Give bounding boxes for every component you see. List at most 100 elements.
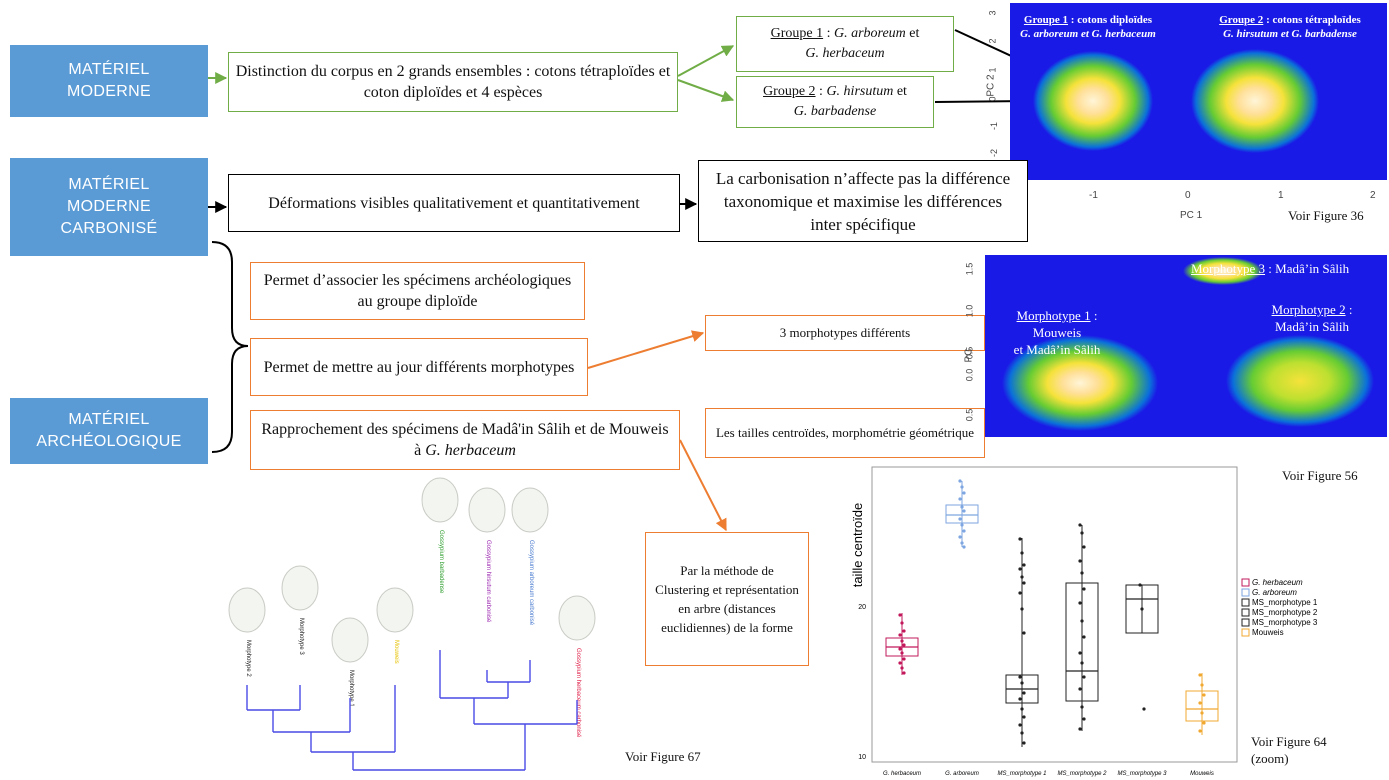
tree67-leaf-label: Gossypium barbadense: [438, 530, 444, 594]
plot64-box: [1185, 673, 1219, 735]
plot64-point: [1018, 567, 1022, 571]
plot36-xtick: -1: [1089, 190, 1098, 201]
plot64-point: [958, 535, 962, 539]
box-rapprochement: Rapprochement des spécimens de Madâ'in S…: [250, 410, 680, 470]
plot64-box: [885, 613, 919, 675]
plot64-xlabel: Mouweis: [1190, 771, 1214, 777]
plot64-point: [1200, 711, 1204, 715]
plot64-legend-label: MS_morphotype 2: [1252, 608, 1318, 617]
plot64-point: [1080, 661, 1084, 665]
plot64-point: [1078, 601, 1082, 605]
plot64-point: [898, 633, 902, 637]
rapprochement-species: G. herbaceum: [425, 442, 516, 459]
plot36-xtick: 2: [1370, 190, 1376, 201]
box-tailles-centroides: Les tailles centroïdes, morphométrie géo…: [705, 408, 985, 458]
plot64-point: [1018, 537, 1022, 541]
plot64-box-rect: [1185, 690, 1219, 722]
plot64-point: [1078, 523, 1082, 527]
plot64-point: [1020, 575, 1024, 579]
plot64-point: [900, 651, 904, 655]
plot64-point: [958, 479, 962, 483]
plot36-ytick: 0: [987, 96, 998, 102]
plot64-box: [1125, 583, 1159, 711]
plot64-legend-key: [1241, 608, 1250, 617]
caption-figure56: Voir Figure 56: [1282, 468, 1358, 483]
plot56-m3-rest: : Madâ’in Sâlih: [1265, 261, 1350, 276]
plot64-legend-label: G. herbaceum: [1252, 578, 1303, 587]
tree67-leaf-label: Morphotype 1: [348, 670, 354, 707]
groupe1-species2: G. herbaceum: [805, 46, 885, 61]
plot64-point: [1022, 581, 1026, 585]
plot56-ylabel: PC: [963, 348, 975, 363]
plot36-ylabel: PC 2: [985, 74, 997, 97]
plot64-legend-key: [1241, 588, 1250, 597]
plot64-point: [960, 541, 964, 545]
plot64-point: [902, 671, 906, 675]
plot56-m1-rest: : Mouweis: [1032, 308, 1098, 340]
label-materiel-archeologique: MATÉRIEL ARCHÉOLOGIQUE: [10, 398, 208, 464]
plot64-point: [1082, 675, 1086, 679]
plot64-point: [1020, 607, 1024, 611]
plot56-m2-line2: Madâ’in Sâlih: [1274, 319, 1349, 334]
tree67-seed-outline: [558, 595, 596, 641]
tree67-seed-outline: [376, 587, 414, 633]
plot64-point: [1022, 631, 1026, 635]
tree67-leaf-label: Gossypium hirsutum carbonisé: [485, 540, 491, 623]
plot36-ytick: -2: [989, 148, 1000, 158]
plot64-point: [1078, 651, 1082, 655]
plot56-ytick: 0.5: [964, 408, 975, 422]
plot64-point: [1080, 531, 1084, 535]
groupe2-label: Groupe 2: [763, 84, 816, 99]
plot64-point: [960, 505, 964, 509]
tree67-seed-outline: [421, 477, 459, 523]
box-carbonisation: La carbonisation n’affecte pas la différ…: [698, 160, 1028, 242]
plot-figure56: Morphotype 3 : Madâ’in Sâlih Morphotype …: [985, 255, 1387, 437]
groupe2-and: et: [893, 84, 907, 99]
arrow-distinction-groupe1: [677, 45, 735, 77]
archeo-bracket: [211, 241, 249, 453]
plot64-point: [1138, 583, 1142, 587]
plot64-point: [902, 643, 906, 647]
plot64-point: [898, 613, 902, 617]
plot56-m2-title: Morphotype 2 : Madâ’in Sâlih: [1247, 301, 1377, 335]
arrow-morphotypes-3: [587, 330, 705, 369]
plot64-legend-key: [1241, 578, 1250, 587]
plot64-legend-label: G. arboreum: [1252, 588, 1297, 597]
plot36-ytick: 2: [987, 38, 998, 44]
caption-figure36: Voir Figure 36: [1288, 208, 1364, 223]
caption-figure64: Voir Figure 64 (zoom): [1251, 733, 1327, 767]
tree67-seed-outline: [331, 617, 369, 663]
plot64-box: [1005, 537, 1039, 747]
caption-figure64-line2: (zoom): [1251, 751, 1289, 766]
plot64-xlabel: MS_morphotype 3: [1117, 771, 1167, 777]
plot56-ytick: 1.5: [964, 262, 975, 276]
plot64-legend-label: MS_morphotype 3: [1252, 618, 1318, 627]
plot36-xtick: 1: [1278, 190, 1284, 201]
plot64-point: [958, 517, 962, 521]
plot56-m1-label: Morphotype 1: [1016, 308, 1091, 323]
plot-figure36: Groupe 1 : cotons diploïdes G. arboreum …: [1010, 3, 1387, 180]
box-trois-morphotypes: 3 morphotypes différents: [705, 315, 985, 351]
plot64-point: [1018, 675, 1022, 679]
plot64-point: [1022, 691, 1026, 695]
plot64-legend-label: MS_morphotype 1: [1252, 598, 1318, 607]
plot64-point: [1020, 731, 1024, 735]
plot64-point: [1080, 619, 1084, 623]
plot64-point: [1018, 697, 1022, 701]
plot64-point: [1078, 559, 1082, 563]
plot56-ytick: 0.0: [964, 368, 975, 382]
tree67-leaf-label: Morphotype 2: [245, 640, 251, 677]
plot64-box: [945, 479, 979, 549]
plot56-ytick: 1.0: [964, 304, 975, 318]
plot64-point: [902, 629, 906, 633]
plot64-point: [1078, 687, 1082, 691]
plot64-point: [962, 491, 966, 495]
plot56-m3-label: Morphotype 3: [1191, 261, 1266, 276]
plot64-point: [1022, 715, 1026, 719]
plot64-point: [1022, 741, 1026, 745]
groupe2-species1: G. hirsutum: [826, 84, 894, 99]
plot56-m2-label: Morphotype 2: [1271, 302, 1346, 317]
plot64-point: [1018, 591, 1022, 595]
rapprochement-text: Rapprochement des spécimens de Madâ'in S…: [261, 421, 669, 459]
